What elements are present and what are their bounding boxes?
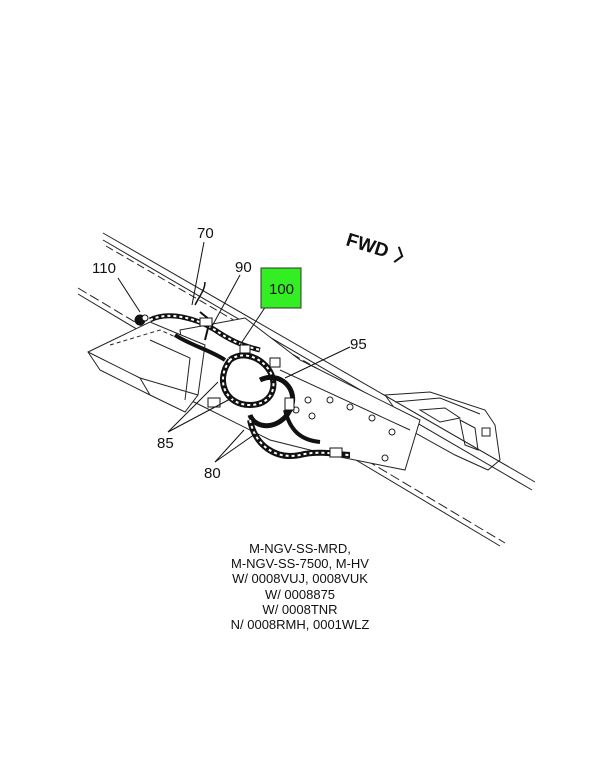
callout-90[interactable]: 90 xyxy=(235,259,252,276)
callout-80[interactable]: 80 xyxy=(204,465,221,482)
caption-line-1: M-NGV-SS-MRD, xyxy=(249,541,351,556)
callout-70[interactable]: 70 xyxy=(197,225,214,242)
caption-line-3: W/ 0008VUJ, 0008VUK xyxy=(232,571,368,587)
callout-110[interactable]: 110 xyxy=(92,260,116,277)
caption-line-5: W/ 0008TNR xyxy=(262,601,338,617)
callout-85[interactable]: 85 xyxy=(157,435,174,452)
caption-line-4: W/ 0008875 xyxy=(264,586,336,602)
callout-100[interactable]: 100 xyxy=(269,281,294,298)
highlight-box-100[interactable] xyxy=(260,267,302,309)
rear-bracket xyxy=(384,391,501,471)
caption-line-2: M-NGV-SS-7500, M-HV xyxy=(231,556,369,572)
caption-line-6: N/ 0008RMH, 0001WLZ xyxy=(230,617,370,633)
applicability-caption: M-NGV-SS-MRD, M-NGV-SS-7500, M-HV W/ 000… xyxy=(150,541,450,632)
battery-box xyxy=(87,321,206,413)
frame-plate xyxy=(179,317,421,471)
callout-95[interactable]: 95 xyxy=(350,336,367,353)
fwd-label: FWD xyxy=(344,230,392,263)
connectors xyxy=(134,314,343,458)
fwd-indicator: FWD xyxy=(344,230,404,263)
fwd-arrow-icon xyxy=(393,246,404,263)
leader-lines xyxy=(117,241,351,463)
